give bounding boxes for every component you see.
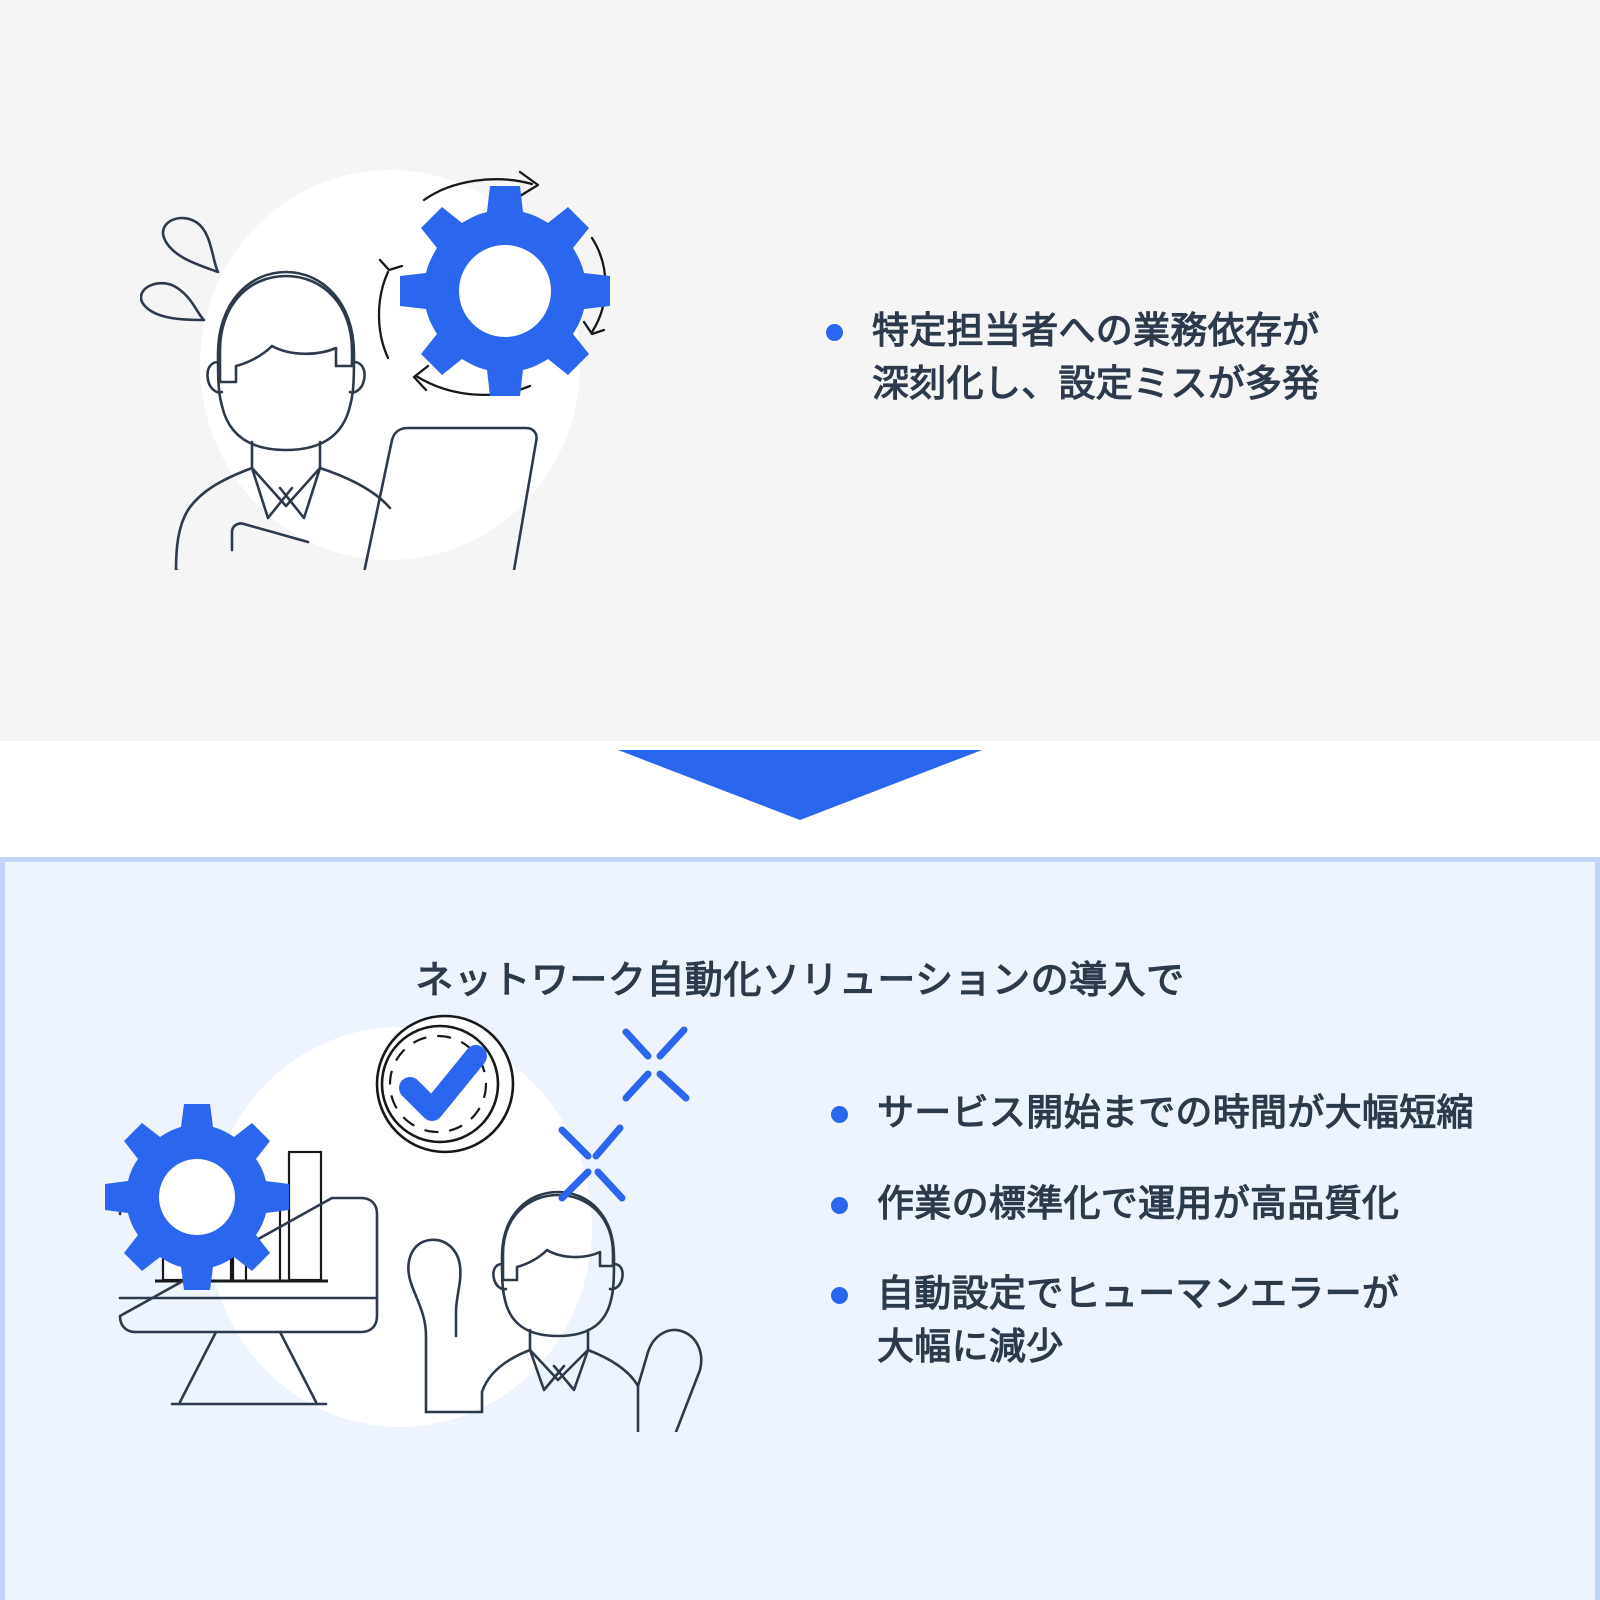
solution-illustration — [100, 1012, 720, 1434]
bullet-dot-icon — [831, 1196, 848, 1214]
problem-illustration — [139, 150, 660, 592]
sparkle-icon — [558, 1026, 690, 1202]
down-arrow-icon — [618, 750, 982, 820]
problem-section: 特定担当者への業務依存が 深刻化し、設定ミスが多発 — [0, 0, 1600, 741]
list-item: サービス開始までの時間が大幅短縮 — [831, 1087, 1551, 1140]
gear-icon — [105, 1104, 289, 1290]
list-item: 自動設定でヒューマンエラーが 大幅に減少 — [831, 1268, 1551, 1373]
list-item: 特定担当者への業務依存が 深刻化し、設定ミスが多発 — [826, 305, 1526, 410]
bullet-dot-icon — [826, 324, 843, 341]
sweat-drop-icon — [139, 216, 220, 322]
solution-text-block: サービス開始までの時間が大幅短縮 作業の標準化で運用が高品質化 自動設定でヒュー… — [831, 1087, 1551, 1373]
page-title: ネットワーク自動化ソリューションの導入で — [415, 959, 1185, 1002]
problem-bullet-list: 特定担当者への業務依存が 深刻化し、設定ミスが多発 — [826, 305, 1526, 410]
solution-bullet-list: サービス開始までの時間が大幅短縮 作業の標準化で運用が高品質化 自動設定でヒュー… — [831, 1087, 1551, 1373]
bullet-dot-icon — [831, 1106, 848, 1123]
bullet-label: サービス開始までの時間が大幅短縮 — [877, 1092, 1474, 1133]
celebrating-person-figure — [407, 1190, 703, 1434]
bullet-dot-icon — [831, 1287, 848, 1305]
list-item: 作業の標準化で運用が高品質化 — [831, 1178, 1551, 1231]
check-badge-icon — [375, 1014, 515, 1154]
gear-icon — [400, 186, 610, 396]
bullet-label: 作業の標準化で運用が高品質化 — [877, 1182, 1400, 1224]
problem-text-block: 特定担当者への業務依存が 深刻化し、設定ミスが多発 — [826, 305, 1526, 410]
arrow-zone — [0, 741, 1600, 857]
bullet-label: 自動設定でヒューマンエラーが 大幅に減少 — [877, 1273, 1400, 1367]
bullet-label: 特定担当者への業務依存が 深刻化し、設定ミスが多発 — [872, 310, 1320, 404]
solution-section: ネットワーク自動化ソリューションの導入で — [0, 857, 1600, 1600]
